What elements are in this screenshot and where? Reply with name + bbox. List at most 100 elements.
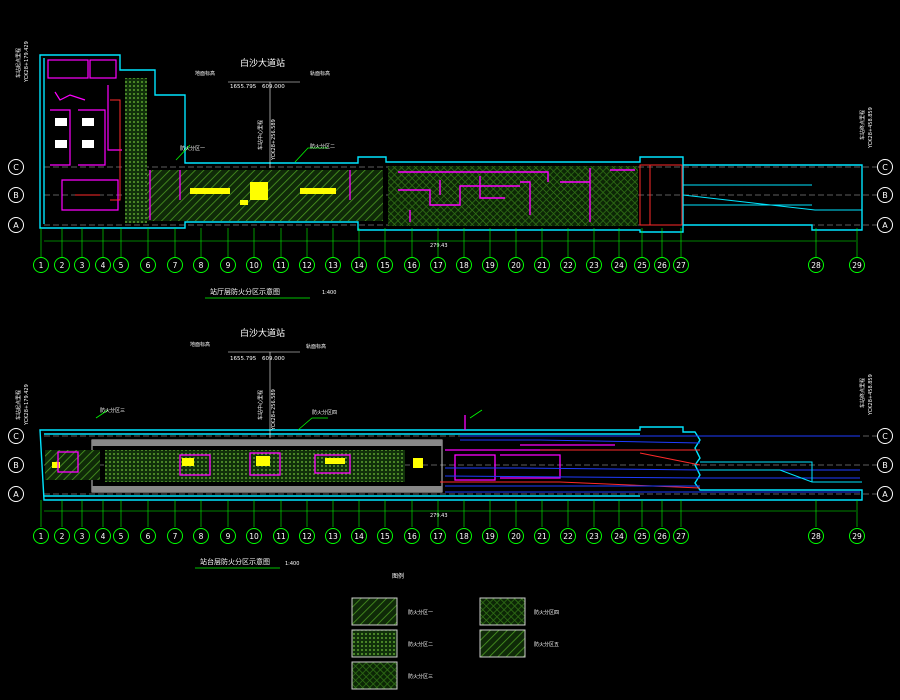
column-axis-label: 13	[328, 532, 338, 541]
column-axis-bubble: 21	[534, 257, 550, 273]
column-axis-bubble: 25	[634, 528, 650, 544]
column-axis-bubble: 15	[377, 528, 393, 544]
left-end-label-top: 车站起点里程	[15, 48, 22, 78]
column-axis-label: 29	[852, 261, 862, 270]
column-axis-bubble: 12	[299, 528, 315, 544]
column-axis-label: 15	[380, 532, 390, 541]
row-axis-bubble: B	[8, 187, 24, 203]
platform-floor-plan: 白沙大道站 地面标高 轨面标高 1655.795 609.000 YCK28+2…	[8, 327, 893, 569]
elev-label-a-bottom: 地面标高	[190, 341, 210, 348]
column-axis-bubble: 10	[246, 257, 262, 273]
center-mileage-top: YCK28+256.589	[271, 119, 277, 161]
column-axis-bubble: 5	[113, 528, 129, 544]
column-axis-label: 24	[614, 261, 624, 270]
column-axis-label: 15	[380, 261, 390, 270]
column-axis-label: 12	[302, 261, 312, 270]
partitions-platform	[57, 415, 615, 481]
equipment-blocks-zone-1	[190, 182, 336, 205]
column-axis-label: 4	[101, 261, 106, 270]
elev-label-a-top: 地面标高	[195, 70, 215, 77]
column-axis-bubble: 28	[808, 257, 824, 273]
column-axis-bubble: 3	[74, 257, 90, 273]
column-axis-label: 28	[811, 532, 821, 541]
row-axis-bubble: B	[8, 457, 24, 473]
total-length-bottom: 279.43	[430, 513, 448, 519]
track-lines-blue	[444, 435, 860, 493]
column-axis-bubble: 26	[654, 257, 670, 273]
column-axis-bubble: 24	[611, 528, 627, 544]
column-axis-label: 23	[589, 532, 599, 541]
legend-swatch	[479, 597, 526, 626]
zone-tag-4-bottom: 防火分区四	[312, 409, 337, 416]
column-axis-bubble: 23	[586, 528, 602, 544]
column-axis-bubble: 4	[95, 528, 111, 544]
column-axis-label: 11	[276, 261, 286, 270]
column-axis-bubble: 16	[404, 528, 420, 544]
column-axis-bubble: 6	[140, 528, 156, 544]
column-axis-label: 16	[407, 261, 417, 270]
column-axis-bubble: 3	[74, 528, 90, 544]
column-axis-bubble: 7	[167, 528, 183, 544]
column-axis-bubble: 2	[54, 528, 70, 544]
row-axis-label: B	[882, 461, 888, 470]
column-axis-label: 27	[676, 261, 686, 270]
right-mileage-bottom: YCK28+458.859	[868, 374, 874, 416]
row-axis-bubble: B	[877, 457, 893, 473]
column-axis-label: 20	[511, 261, 521, 270]
row-axis-bubble: B	[877, 187, 893, 203]
column-axis-bubble: 22	[560, 257, 576, 273]
row-axis-label: A	[882, 490, 888, 499]
column-axis-label: 19	[485, 261, 495, 270]
column-axis-bubble: 20	[508, 528, 524, 544]
column-axis-label: 7	[173, 532, 178, 541]
row-axis-bubble: A	[877, 486, 893, 502]
fire-zone-2-fill	[388, 166, 638, 226]
column-axis-label: 4	[101, 532, 106, 541]
column-axis-label: 9	[226, 261, 231, 270]
row-axis-bubble: A	[877, 217, 893, 233]
column-axis-bubble: 7	[167, 257, 183, 273]
legend-item: 防火分区一	[351, 597, 433, 626]
column-axis-label: 23	[589, 261, 599, 270]
column-axis-bubble: 18	[456, 528, 472, 544]
elev-label-b-bottom: 轨面标高	[306, 343, 326, 350]
platform	[45, 439, 443, 493]
legend-title: 图例	[392, 572, 404, 580]
column-axis-bubble: 22	[560, 528, 576, 544]
legend-swatch	[351, 629, 398, 658]
column-axis-label: 14	[354, 261, 364, 270]
column-axis-label: 21	[537, 532, 547, 541]
column-axis-bubble: 26	[654, 528, 670, 544]
column-axis-bubble: 9	[220, 257, 236, 273]
column-axis-bubble: 11	[273, 528, 289, 544]
left-end-label-bottom: 车站起点里程	[15, 390, 22, 420]
column-axis-bubble: 25	[634, 257, 650, 273]
column-axis-label: 16	[407, 532, 417, 541]
column-axis-bubble: 20	[508, 257, 524, 273]
column-axis-bubble: 5	[113, 257, 129, 273]
equipment-blocks-platform	[52, 456, 423, 468]
column-axis-label: 17	[433, 532, 443, 541]
column-axis-bubble: 2	[54, 257, 70, 273]
zone-tag-3-bottom: 防火分区三	[100, 407, 125, 414]
concourse-floor-plan: 白沙大道站 地面标高 轨面标高 1655.795 609.000 YCK28+2…	[8, 41, 893, 299]
transformer-blocks	[55, 118, 94, 148]
row-axis-bubble: C	[877, 159, 893, 175]
left-mileage-bottom: YCK28+179.429	[24, 384, 30, 426]
column-axis-bubble: 12	[299, 257, 315, 273]
column-axis-label: 1	[39, 532, 44, 541]
legend-label: 防火分区一	[408, 609, 433, 616]
column-axis-label: 19	[485, 532, 495, 541]
column-axis-label: 6	[146, 532, 151, 541]
zone-tag-1-top: 防火分区一	[180, 145, 205, 152]
center-mileage-bottom: YCK28+256.589	[271, 389, 277, 431]
column-axis-label: 13	[328, 261, 338, 270]
column-axis-label: 5	[119, 261, 124, 270]
row-axis-bubble: C	[8, 428, 24, 444]
column-axis-label: 25	[637, 261, 647, 270]
column-axis-label: 1	[39, 261, 44, 270]
legend-swatch	[479, 629, 526, 658]
